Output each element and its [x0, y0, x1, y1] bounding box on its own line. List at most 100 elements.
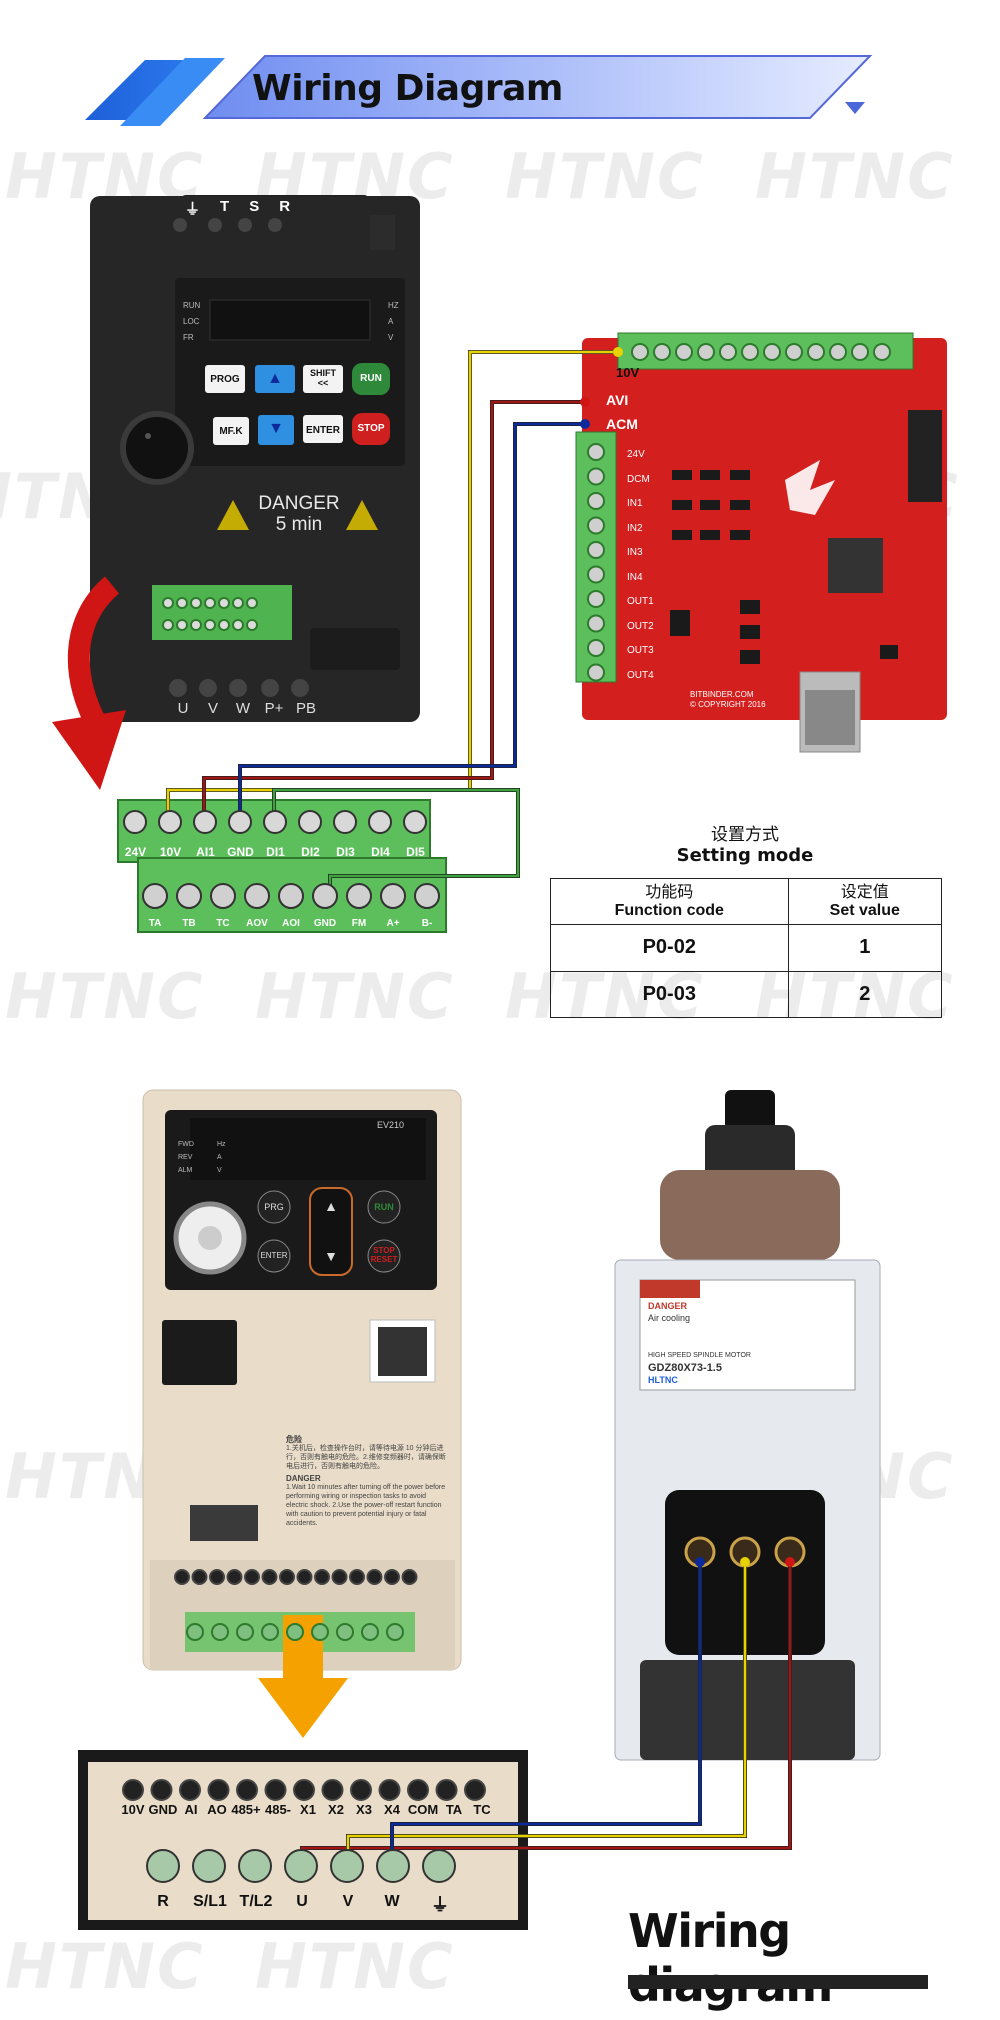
- vfd-shift-button[interactable]: SHIFT <<: [303, 368, 343, 388]
- terminal-screw: [236, 1779, 258, 1801]
- table-row: P0-02 1: [550, 924, 943, 972]
- terminal-screw: [587, 492, 605, 510]
- table-cell-value: 2: [787, 970, 943, 1019]
- terminal-screw: [193, 810, 217, 834]
- terminal-screw: [232, 597, 244, 609]
- terminal-label: AOI: [282, 918, 300, 929]
- ev-prg-button[interactable]: PRG: [264, 1202, 284, 1212]
- terminal-screw: [464, 1779, 486, 1801]
- vfd-output-terminals: U V W P+ PB: [168, 700, 322, 717]
- terminal-screw: [190, 597, 202, 609]
- indicator-label: V: [217, 1167, 222, 1174]
- vfd-down-button[interactable]: ▼: [268, 420, 284, 437]
- ev-terminals-top-row: 10V GND AI AO 485+ 485- X1 X2 X3 X4 COM …: [118, 1802, 496, 1817]
- terminal-screw: [261, 1623, 279, 1641]
- terminal-screw: [123, 810, 147, 834]
- terminal-screw: [336, 1623, 354, 1641]
- indicator-label: A: [388, 317, 394, 326]
- terminal-screw: [675, 343, 693, 361]
- table-header-set-value: 设定值 Set value: [787, 877, 943, 926]
- watermark: HTNC: [255, 1930, 455, 2003]
- watermark: HTNC: [255, 960, 455, 1033]
- ev-stop-button[interactable]: STOP RESET: [368, 1246, 400, 1264]
- spindle-label: DANGER Air cooling HIGH SPEED SPINDLE MO…: [648, 1300, 848, 1386]
- terminal-screw: [162, 597, 174, 609]
- vfd-mfk-button[interactable]: MF.K: [219, 426, 243, 437]
- ev-down-button[interactable]: ▼: [324, 1248, 338, 1264]
- terminal-screw: [286, 1623, 304, 1641]
- terminal-screw: [179, 1779, 201, 1801]
- terminal-v: V: [207, 700, 218, 717]
- terminal-screw: [403, 810, 427, 834]
- indicator-label: FWD: [178, 1141, 194, 1148]
- terminal-screw: [146, 1849, 180, 1883]
- terminal-label: 10V: [159, 845, 182, 859]
- setting-mode-title: 设置方式 Setting mode: [600, 820, 890, 866]
- ev-run-button[interactable]: RUN: [374, 1202, 394, 1212]
- ev-terminal-label: X3: [356, 1802, 372, 1817]
- board-left-labels: 24V DCM IN1 IN2 IN3 IN4 OUT1 OUT2 OUT3 O…: [627, 443, 654, 688]
- ev-terminal-label: TA: [445, 1802, 463, 1817]
- indicator-label: V: [388, 333, 394, 342]
- ev-terminal-label: X4: [384, 1802, 400, 1817]
- ev-terminal-label: GND: [148, 1802, 178, 1817]
- terminal-screw: [218, 597, 230, 609]
- ev-terminal-s-l1: S/L1: [193, 1893, 227, 1910]
- terminal-screw: [293, 1779, 315, 1801]
- board-pin-label: OUT3: [627, 645, 654, 656]
- shift-label: SHIFT: [310, 368, 336, 378]
- terminal-label: AI1: [196, 845, 215, 859]
- terminal-screw: [368, 810, 392, 834]
- ev-terminal-label: X1: [300, 1802, 316, 1817]
- spindle-subtitle: HIGH SPEED SPINDLE MOTOR: [648, 1352, 751, 1359]
- terminal-t: T: [220, 198, 230, 215]
- terminal-label: B-: [421, 918, 433, 929]
- terminal-screw: [174, 1569, 190, 1585]
- terminal-screw: [376, 1849, 410, 1883]
- ev-terminal-label: COM: [407, 1802, 439, 1817]
- vfd-prog-button[interactable]: PROG: [210, 374, 240, 385]
- terminal-screw: [278, 883, 304, 909]
- terminal-label: DI3: [336, 845, 355, 859]
- table-cell-value: 1: [787, 924, 943, 972]
- terminal-screw: [191, 1569, 208, 1585]
- terminal-label: 24V: [124, 845, 147, 859]
- terminal-screw: [653, 343, 671, 361]
- ev-terminal-label: X2: [328, 1802, 344, 1817]
- terminal-screw: [366, 1569, 383, 1585]
- terminal-w: W: [235, 700, 251, 717]
- board-pin-label: IN2: [627, 522, 643, 534]
- vfd-enter-button[interactable]: ENTER: [306, 425, 340, 436]
- warning-text-cn: 1.关机后，检查操作台时，请等待电源 10 分钟后进行，否则有触电的危险。2.维…: [286, 1445, 446, 1470]
- board-pin-label: OUT2: [627, 620, 654, 632]
- terminal-screw: [204, 597, 216, 609]
- ev-terminal-label: AI: [184, 1802, 198, 1817]
- board-pin-label: 24V: [627, 449, 645, 460]
- spindle-danger: DANGER: [648, 1301, 688, 1311]
- terminal-screw: [236, 1623, 254, 1641]
- vfd-danger-label: DANGER 5 min: [254, 493, 344, 535]
- terminal-screw: [851, 343, 869, 361]
- vfd-stop-button[interactable]: STOP: [357, 423, 385, 434]
- watermark: HTNC: [5, 960, 205, 1033]
- setting-title-cn: 设置方式: [711, 825, 779, 845]
- terminal-screw: [333, 810, 357, 834]
- vfd-run-button[interactable]: RUN: [360, 373, 382, 384]
- table-cell-code: P0-03: [550, 970, 789, 1019]
- terminal-screw: [350, 1779, 372, 1801]
- terminal-screw: [763, 343, 781, 361]
- terminal-label: TB: [182, 918, 196, 929]
- terminal-screw: [261, 1569, 278, 1585]
- spindle-brand: HLTNC: [648, 1375, 678, 1385]
- ev-enter-button[interactable]: ENTER: [260, 1251, 288, 1260]
- ev-up-button[interactable]: ▲: [324, 1198, 338, 1214]
- terminal-p-plus: P+: [264, 700, 284, 717]
- terminal-r: R: [279, 198, 291, 215]
- board-site: BITBINDER.COM: [690, 690, 754, 699]
- spindle-air-cooling: Air cooling: [648, 1313, 691, 1323]
- table-row: P0-03 2: [550, 970, 943, 1019]
- terminal-screw: [176, 883, 202, 909]
- vfd-up-button[interactable]: ▲: [267, 370, 283, 387]
- terminal-screw: [176, 597, 188, 609]
